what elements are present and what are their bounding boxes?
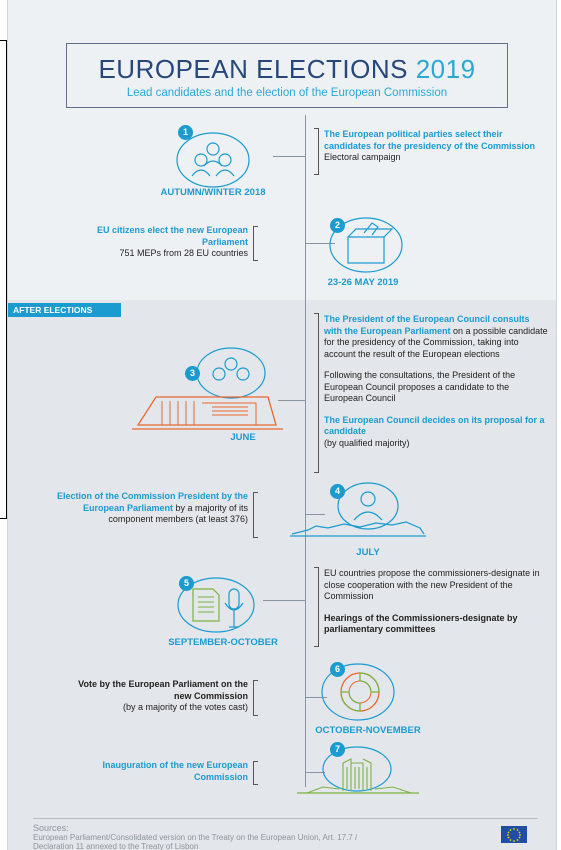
title-box: EUROPEAN ELECTIONS 2019 Lead candidates …	[66, 43, 508, 108]
infographic: EUROPEAN ELECTIONS 2019 Lead candidates …	[7, 0, 557, 850]
step-badge: 3	[185, 366, 200, 381]
people-group-icon	[173, 130, 253, 195]
text-bracket	[314, 313, 319, 473]
hemicycle-chart-icon	[318, 660, 398, 729]
connector	[305, 697, 327, 698]
text-bracket	[314, 567, 319, 647]
title-year: 2019	[415, 54, 476, 84]
step-paragraph-1: The President of the European Council co…	[324, 314, 549, 360]
step-date: OCTOBER-NOVEMBER	[315, 725, 421, 736]
step-text-bold: Election of the Commission President by …	[56, 491, 248, 513]
step-text: EU countries propose the commissioners-d…	[324, 568, 549, 636]
step-badge: 5	[179, 576, 194, 591]
step-text-detail: Electoral campaign	[324, 152, 401, 162]
step-badge: 7	[330, 742, 345, 757]
step-text-detail: by a majority of its component members (…	[108, 502, 248, 525]
text-bracket	[314, 128, 319, 175]
after-elections-background	[8, 300, 556, 850]
step-text-bold: The European political parties select th…	[324, 129, 536, 151]
person-landscape-icon	[288, 478, 428, 553]
connector	[263, 600, 305, 601]
connector	[273, 156, 305, 157]
commission-building-icon	[293, 745, 423, 805]
step-text-detail: on a possible candidate for the presiden…	[324, 325, 548, 359]
text-bracket	[253, 492, 258, 538]
text-bracket	[253, 761, 258, 785]
step-text-detail: (by qualified majority)	[324, 437, 410, 448]
step-text-bold: The President of the European Council co…	[324, 314, 530, 336]
step-date: JUNE	[230, 432, 256, 443]
step-text: The President of the European Council co…	[324, 314, 549, 449]
step-badge: 1	[178, 125, 193, 140]
step-text-bold: Vote by the European Parliament on the n…	[78, 679, 248, 701]
text-bracket	[253, 680, 258, 716]
step-paragraph-2: Following the consultations, the Preside…	[324, 370, 516, 403]
sources-line-2: Declaration 11 annexed to the Treaty of …	[33, 842, 199, 850]
step-text-bold: Inauguration of the new European Commiss…	[102, 760, 248, 782]
ballot-box-icon	[326, 215, 406, 280]
connector	[305, 772, 325, 773]
step-text-detail: 751 MEPs from 28 EU countries	[119, 248, 248, 258]
step-text: The European political parties select th…	[324, 129, 549, 164]
title-main: EUROPEAN ELECTIONS	[98, 54, 408, 84]
step-text: Inauguration of the new European Commiss…	[68, 760, 248, 783]
step-badge: 2	[330, 218, 345, 233]
step-text: Election of the Commission President by …	[43, 491, 248, 526]
sources-line-1: European Parliament/Consolidated version…	[33, 833, 358, 842]
eu-flag-icon	[501, 826, 527, 843]
step-badge: 4	[330, 484, 345, 499]
connector	[278, 400, 305, 401]
step-text-bold: Hearings of the Commissioners-designate …	[324, 612, 518, 635]
step-date: AUTUMN/WINTER 2018	[160, 187, 266, 198]
left-frame-border	[0, 40, 7, 519]
step-badge: 6	[330, 662, 345, 677]
page-title: EUROPEAN ELECTIONS 2019	[67, 54, 507, 85]
step-text: EU citizens elect the new European Parli…	[68, 225, 248, 260]
step-text: Vote by the European Parliament on the n…	[68, 679, 248, 714]
step-text-detail: (by a majority of the votes cast)	[122, 702, 248, 712]
timeline-line	[305, 115, 306, 787]
step-text-bold: EU citizens elect the new European Parli…	[96, 225, 248, 247]
step-paragraph-1: EU countries propose the commissioners-d…	[324, 568, 540, 601]
sources-label: Sources:	[33, 823, 69, 833]
step-date: SEPTEMBER-OCTOBER	[168, 637, 278, 648]
document-microphone-icon	[173, 575, 263, 640]
text-bracket	[253, 226, 258, 261]
footer-divider	[33, 818, 538, 819]
connector	[305, 243, 335, 244]
sources-note: Sources: European Parliament/Consolidate…	[33, 824, 357, 850]
step-date: JULY	[356, 547, 380, 558]
connector	[305, 514, 325, 515]
page-subtitle: Lead candidates and the election of the …	[126, 87, 448, 99]
step-date: 23-26 MAY 2019	[327, 277, 399, 288]
step-text-bold: The European Council decides on its prop…	[324, 414, 545, 437]
after-elections-tag: AFTER ELECTIONS	[8, 303, 121, 317]
